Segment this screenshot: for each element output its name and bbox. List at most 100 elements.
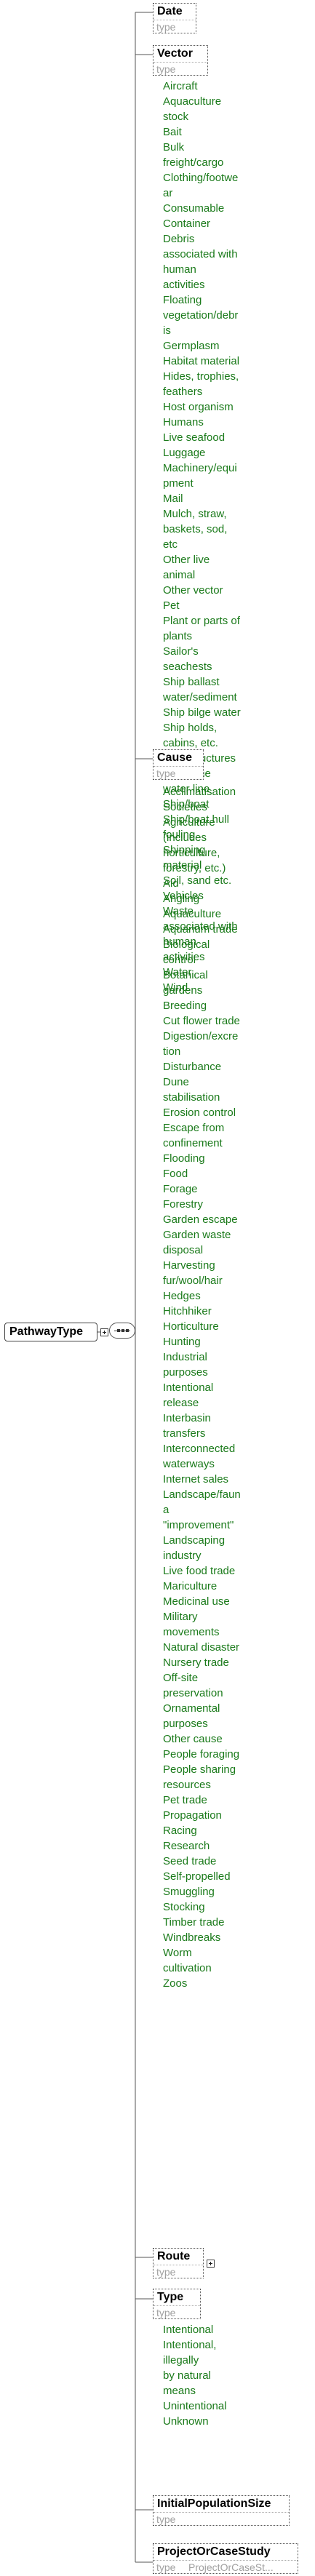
cause-value: Military movements xyxy=(163,1611,220,1638)
cause-value: Botanical gardens xyxy=(163,969,208,997)
vector-value: Habitat material xyxy=(163,355,240,367)
element-initial-population-size[interactable]: InitialPopulationSize type xyxy=(153,2495,290,2526)
vector-value: Mulch, straw, baskets, sod, etc xyxy=(163,508,228,551)
vector-value: Floating vegetation/debr is xyxy=(163,294,239,337)
cause-value: Interconnected waterways xyxy=(163,1443,236,1470)
cause-value: Medicinal use xyxy=(163,1595,230,1608)
element-project-or-case-study-name: ProjectOrCaseStudy xyxy=(157,2545,271,2558)
cause-value: Aid xyxy=(163,877,179,890)
vector-value: Soil, sand etc. xyxy=(163,874,232,887)
element-type-type-label: type xyxy=(156,2307,176,2318)
cause-value: Hedges xyxy=(163,1290,201,1302)
element-cause[interactable]: Cause type xyxy=(153,749,204,780)
element-vector[interactable]: Vector type xyxy=(153,45,208,76)
vector-value: Bulk freight/cargo xyxy=(163,141,224,169)
type-value: Intentional xyxy=(163,2324,214,2336)
cause-value: Other cause xyxy=(163,1733,223,1745)
vector-value: Ship/boat hull fouling xyxy=(163,813,229,841)
vector-value: Host organism xyxy=(163,401,234,413)
element-initial-population-size-type-label: type xyxy=(156,2513,176,2525)
cause-value: Industrial purposes xyxy=(163,1351,208,1379)
element-route-type-label: type xyxy=(156,2266,176,2278)
vector-value: Bait xyxy=(163,126,182,138)
vector-value: Shipping material xyxy=(163,844,206,872)
element-vector-name: Vector xyxy=(157,47,193,60)
vector-value: Other vector xyxy=(163,584,223,597)
cause-value: Cut flower trade xyxy=(163,1015,240,1027)
cause-value: Landscaping industry xyxy=(163,1534,226,1562)
vector-value: Waste associated with human activities xyxy=(163,905,238,963)
vector-value: Aquaculture stock xyxy=(163,95,222,123)
cause-value: Disturbance xyxy=(163,1061,222,1073)
cause-value: Stocking xyxy=(163,1901,205,1913)
cause-value: Erosion control xyxy=(163,1106,236,1119)
type-value: Unknown xyxy=(163,2415,209,2428)
cause-value: Windbreaks xyxy=(163,1931,221,1944)
vector-value: Mail xyxy=(163,493,183,505)
vector-value: Debris associated with human activities xyxy=(163,233,238,291)
vector-value: Water xyxy=(163,966,192,978)
cause-value: Mariculture xyxy=(163,1580,218,1592)
element-vector-type-label: type xyxy=(156,63,176,75)
cause-value: People sharing resources xyxy=(163,1763,236,1791)
type-value: Intentional, illegally xyxy=(163,2339,217,2366)
vector-value: Vehicles xyxy=(163,890,204,902)
cause-value: Self-propelled xyxy=(163,1870,231,1883)
cause-value: Worm cultivation xyxy=(163,1947,212,1974)
vector-value: Machinery/equi pment xyxy=(163,462,237,490)
vector-value: Pet xyxy=(163,599,180,612)
element-date-type-label: type xyxy=(156,21,176,33)
element-type[interactable]: Type type xyxy=(153,2289,201,2319)
cause-value: Smuggling xyxy=(163,1886,215,1898)
element-project-or-case-study-type-label: type xyxy=(156,2561,176,2573)
root-expand-icon[interactable] xyxy=(100,1328,108,1336)
cause-value: Timber trade xyxy=(163,1916,225,1929)
cause-value: Flooding xyxy=(163,1152,205,1165)
element-cause-type-label: type xyxy=(156,767,176,779)
pathway-type-root[interactable]: PathwayType xyxy=(4,1323,97,1341)
vector-value: Wind xyxy=(163,981,188,994)
sequence-compositor-icon xyxy=(109,1323,135,1339)
vector-value: Humans xyxy=(163,416,204,428)
cause-value: Off-site preservation xyxy=(163,1672,223,1699)
pathway-type-label: PathwayType xyxy=(9,1325,84,1338)
cause-value: Forestry xyxy=(163,1198,204,1211)
vector-value: Ship/boat xyxy=(163,798,210,810)
type-value: by natural means xyxy=(163,2369,211,2397)
element-date-name: Date xyxy=(157,5,183,17)
vector-value: Container xyxy=(163,218,211,230)
cause-value: Zoos xyxy=(163,1977,188,1990)
element-date[interactable]: Date type xyxy=(153,3,196,33)
vector-value: Ship ballast water/sediment xyxy=(163,676,237,703)
vector-value: Plant or parts of plants xyxy=(163,615,240,642)
element-route-name: Route xyxy=(157,2250,191,2262)
cause-value: Intentional release xyxy=(163,1381,214,1409)
cause-value: People foraging xyxy=(163,1748,240,1760)
element-type-name: Type xyxy=(157,2291,184,2303)
cause-value: Dune stabilisation xyxy=(163,1076,220,1104)
element-route[interactable]: Route type xyxy=(153,2248,204,2278)
cause-value: Angling xyxy=(163,893,200,905)
cause-value: Agriculture (includes horticulture, fore… xyxy=(163,816,226,874)
cause-value: Racing xyxy=(163,1825,197,1837)
cause-value: Food xyxy=(163,1168,188,1180)
cause-value: Hunting xyxy=(163,1336,201,1348)
vector-value: Ship bilge water xyxy=(163,706,241,719)
element-project-or-case-study[interactable]: ProjectOrCaseStudy type ProjectOrCaseSt.… xyxy=(153,2543,298,2574)
vector-value: Hides, trophies, feathers xyxy=(163,370,239,398)
type-value: Unintentional xyxy=(163,2400,227,2412)
cause-value: Escape from confinement xyxy=(163,1122,225,1149)
vector-value: Germplasm xyxy=(163,340,220,352)
cause-value: Internet sales xyxy=(163,1473,229,1486)
route-expand-icon[interactable] xyxy=(207,2260,215,2268)
cause-value: Digestion/excre tion xyxy=(163,1030,239,1058)
cause-value: Ornamental purposes xyxy=(163,1702,220,1730)
cause-value: Breeding xyxy=(163,1000,207,1012)
cause-value: Acclimatisation Societies xyxy=(163,786,236,813)
cause-value: Biological control xyxy=(163,938,210,966)
vector-value: Other live animal xyxy=(163,554,210,581)
